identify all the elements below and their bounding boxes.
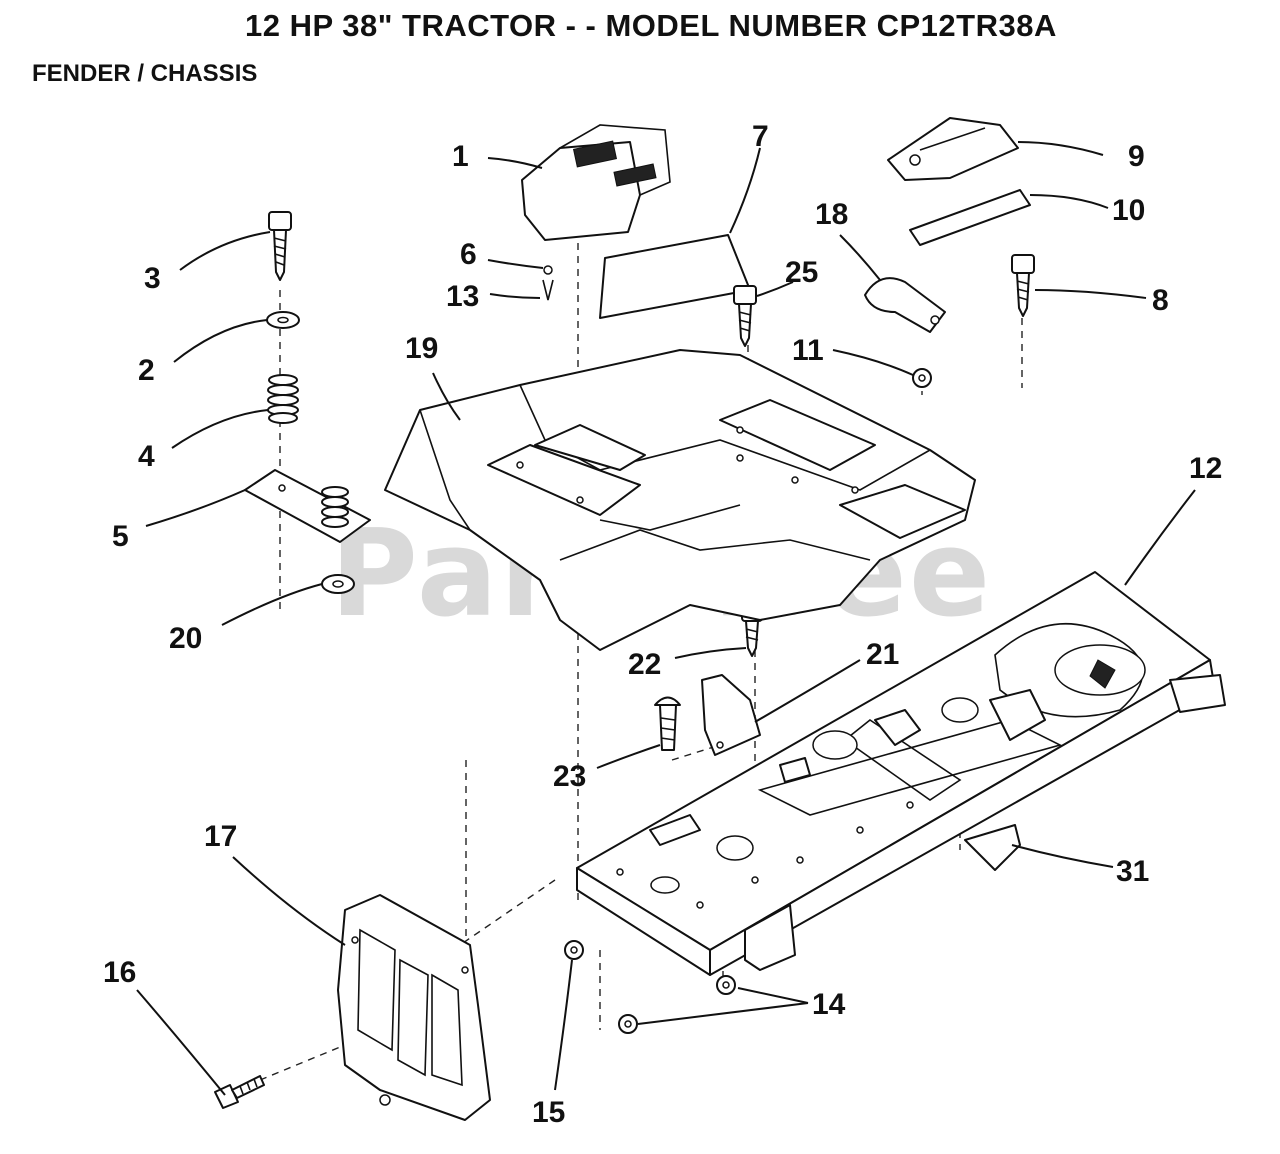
part-11-nut [912,368,932,388]
part-8-bolt [1011,254,1035,317]
callout-21: 21 [866,638,899,671]
part-6-and-13-small-parts [542,265,554,301]
callout-15: 15 [532,1096,565,1129]
part-2-washer [266,311,300,329]
part-31-clip [964,824,1021,871]
callout-numbers: 1 2 3 4 5 6 7 8 9 10 11 12 13 14 15 16 1… [103,120,1222,1129]
part-14-nuts [618,975,736,1034]
part-12-chassis-frame [576,571,1226,976]
part-9-plate [887,117,1019,181]
part-18-clamp [864,277,946,333]
callout-12: 12 [1189,452,1222,485]
callout-13: 13 [446,280,479,313]
callout-5: 5 [112,520,129,553]
callout-31: 31 [1116,855,1149,888]
part-1-fender-cover [521,124,671,241]
callout-10: 10 [1112,194,1145,227]
callout-11: 11 [792,334,824,367]
callout-19: 19 [405,332,438,365]
callout-17: 17 [204,820,237,853]
part-4-spring [267,374,299,424]
callout-9: 9 [1128,140,1145,173]
callout-22: 22 [628,648,661,681]
callout-7: 7 [752,120,769,153]
part-23-carriage-bolt [654,696,681,751]
callout-20: 20 [169,622,202,655]
part-3-bolt [268,211,292,281]
part-25-bolt [733,285,757,347]
part-21-brace [701,674,761,756]
callout-16: 16 [103,956,136,989]
part-15-nut [564,940,584,960]
part-17-guard-plate [337,894,491,1121]
diagram-title: 12 HP 38" TRACTOR - - MODEL NUMBER CP12T… [245,8,1057,43]
callout-3: 3 [144,262,161,295]
callout-25: 25 [785,256,818,289]
callout-8: 8 [1152,284,1169,317]
callout-4: 4 [138,440,155,473]
part-19-fender-pan [384,349,976,651]
diagram-subtitle: FENDER / CHASSIS [32,60,258,87]
part-7-decal [599,234,751,319]
callout-18: 18 [815,198,848,231]
callout-23: 23 [553,760,586,793]
part-5-spring-plate [244,469,371,543]
leader-lines [136,141,1196,1096]
callout-6: 6 [460,238,477,271]
callout-14: 14 [812,988,846,1021]
part-20-washer [321,574,355,594]
callout-2: 2 [138,354,155,387]
callout-1: 1 [452,140,469,173]
part-10-bracket [909,189,1031,246]
